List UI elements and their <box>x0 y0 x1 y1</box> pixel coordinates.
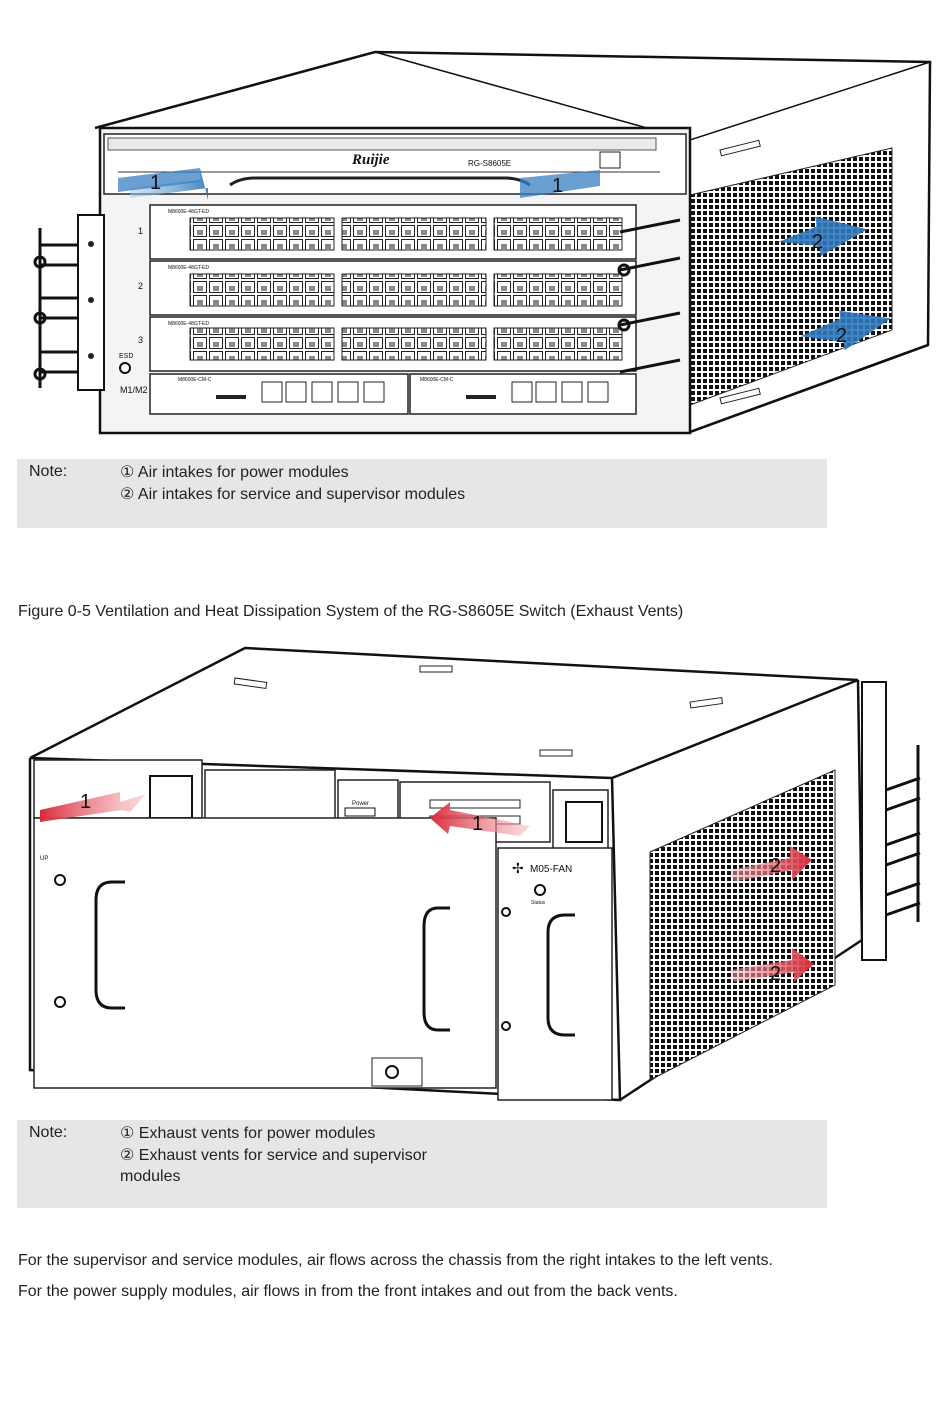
sup-label-1: M8600E-CM-C <box>178 377 212 383</box>
intake-arrow-side-bottom: 2 <box>800 310 891 351</box>
slot-label-m: M1/M2 <box>120 385 148 395</box>
note-box-exhaust: Note: ① Exhaust vents for power modules … <box>17 1120 827 1208</box>
esd-jack <box>119 362 131 374</box>
supervisor-modules <box>149 373 637 415</box>
callout-1b: 1 <box>552 175 563 197</box>
figure-caption: Figure 0-5 Ventilation and Heat Dissipat… <box>18 603 684 620</box>
card-label-2: M8600E-48GT-ED <box>168 265 210 271</box>
left-handles <box>33 228 78 388</box>
note-box-intake: Note: ① Air intakes for power modules ② … <box>17 459 827 528</box>
fan-status-led <box>534 884 546 896</box>
paragraph-power-airflow: For the power supply modules, air flows … <box>18 1283 678 1300</box>
exhaust-arrow-side-top: 2 <box>730 846 812 882</box>
intake-arrow-side-top: 2 <box>778 216 868 257</box>
callout-2a: 2 <box>812 231 823 253</box>
note-item-e2: ② Exhaust vents for service and supervis… <box>120 1147 427 1164</box>
note-item-e1: ① Exhaust vents for power modules <box>120 1125 376 1142</box>
note-label: Note: <box>29 463 68 480</box>
note-item-1: ① Air intakes for power modules <box>120 464 349 481</box>
line-card-1 <box>149 204 637 260</box>
fan-module <box>497 847 613 1101</box>
fan-icon: ✢ <box>512 860 524 876</box>
slot-label-3: 3 <box>138 335 143 345</box>
card-label-3: M8600E-48GT-ED <box>168 321 210 327</box>
blank-panel <box>33 817 497 1089</box>
intake-arrow-power-right: 1 <box>520 170 600 198</box>
callout-1a: 1 <box>150 172 161 194</box>
brand-logo: Ruijie <box>351 152 390 168</box>
callout-e1b: 1 <box>472 813 483 835</box>
slot-label-2: 2 <box>138 281 143 291</box>
fan-label: M05-FAN <box>530 864 572 875</box>
callout-2b: 2 <box>836 325 847 347</box>
exhaust-figure: Power UP ✢ M05-FAN Status 1 1 2 2 <box>28 646 921 1102</box>
exhaust-arrow-side-bottom: 2 <box>730 948 814 985</box>
callout-e2b: 2 <box>770 963 781 985</box>
callout-e2a: 2 <box>770 855 781 877</box>
paragraph-supervisor-airflow: For the supervisor and service modules, … <box>18 1252 773 1269</box>
power-label: Power <box>352 801 369 807</box>
up-label: UP <box>40 856 48 862</box>
exhaust-arrow-power-right: 1 <box>430 802 530 836</box>
line-card-2 <box>149 260 637 316</box>
note-item-e2-cont: modules <box>120 1168 181 1185</box>
callout-e1a: 1 <box>80 791 91 813</box>
card-label-1: M8600E-48GT-ED <box>168 209 210 215</box>
fan-status-label: Status <box>531 900 546 906</box>
line-card-3 <box>149 316 637 372</box>
side-exhaust-mesh <box>649 769 836 1081</box>
slot-label-1: 1 <box>138 226 143 236</box>
exhaust-arrow-power-left: 1 <box>40 791 146 822</box>
note-label-2: Note: <box>29 1124 68 1141</box>
intake-arrow-power-left: 1 <box>118 168 208 200</box>
intake-figure: Ruijie RG-S8605E 1 2 3 M1/M2 ESD M8600E-… <box>33 50 932 435</box>
model-label: RG-S8605E <box>468 159 511 168</box>
side-vent-mesh <box>689 147 893 406</box>
note-item-2: ② Air intakes for service and supervisor… <box>120 486 466 503</box>
esd-label: ESD <box>119 353 133 360</box>
sup-label-2: M8600E-CM-C <box>420 377 454 383</box>
